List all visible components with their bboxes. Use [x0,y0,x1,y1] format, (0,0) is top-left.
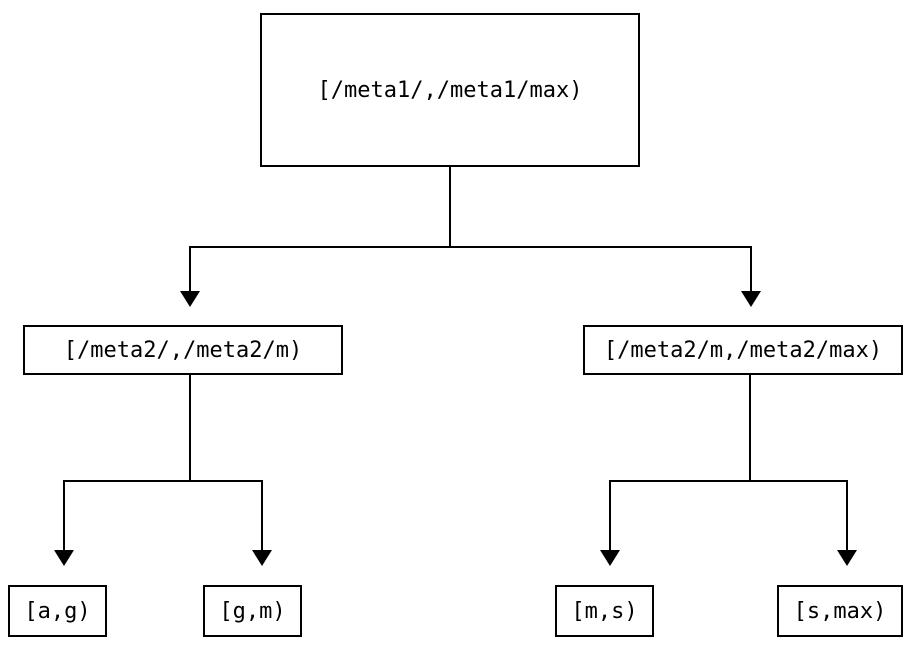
node-leaf-ms-label: [m,s) [571,598,638,624]
connector-leaf-gm-drop [261,480,263,550]
connector-left-child-stem [189,375,191,482]
node-meta2-right-label: [/meta2/m,/meta2/max) [603,337,883,363]
node-meta2-left: [/meta2/,/meta2/m) [23,325,343,375]
node-meta2-right: [/meta2/m,/meta2/max) [583,325,903,375]
node-meta2-left-label: [/meta2/,/meta2/m) [63,337,303,363]
connector-right-child-drop [750,246,752,291]
connector-leaf-smax-drop [846,480,848,550]
node-root: [/meta1/,/meta1/max) [260,13,640,167]
connector-root-stem [449,166,451,247]
node-leaf-ms: [m,s) [555,585,654,637]
arrow-down-icon [600,550,620,566]
connector-left-leaves-bar [63,480,263,482]
arrow-down-icon [837,550,857,566]
arrow-down-icon [180,291,200,307]
arrow-down-icon [54,550,74,566]
connector-leaf-ms-drop [609,480,611,550]
node-leaf-ag-label: [a,g) [24,598,91,624]
node-leaf-smax: [s,max) [777,585,903,637]
node-leaf-ag: [a,g) [8,585,107,637]
connector-right-child-stem [749,375,751,482]
node-leaf-smax-label: [s,max) [793,598,887,624]
arrow-down-icon [252,550,272,566]
node-root-label: [/meta1/,/meta1/max) [317,77,583,103]
connector-level1-bar [189,246,752,248]
connector-left-child-drop [189,246,191,291]
node-leaf-gm: [g,m) [203,585,302,637]
connector-right-leaves-bar [609,480,848,482]
arrow-down-icon [741,291,761,307]
connector-leaf-ag-drop [63,480,65,550]
node-leaf-gm-label: [g,m) [219,598,286,624]
